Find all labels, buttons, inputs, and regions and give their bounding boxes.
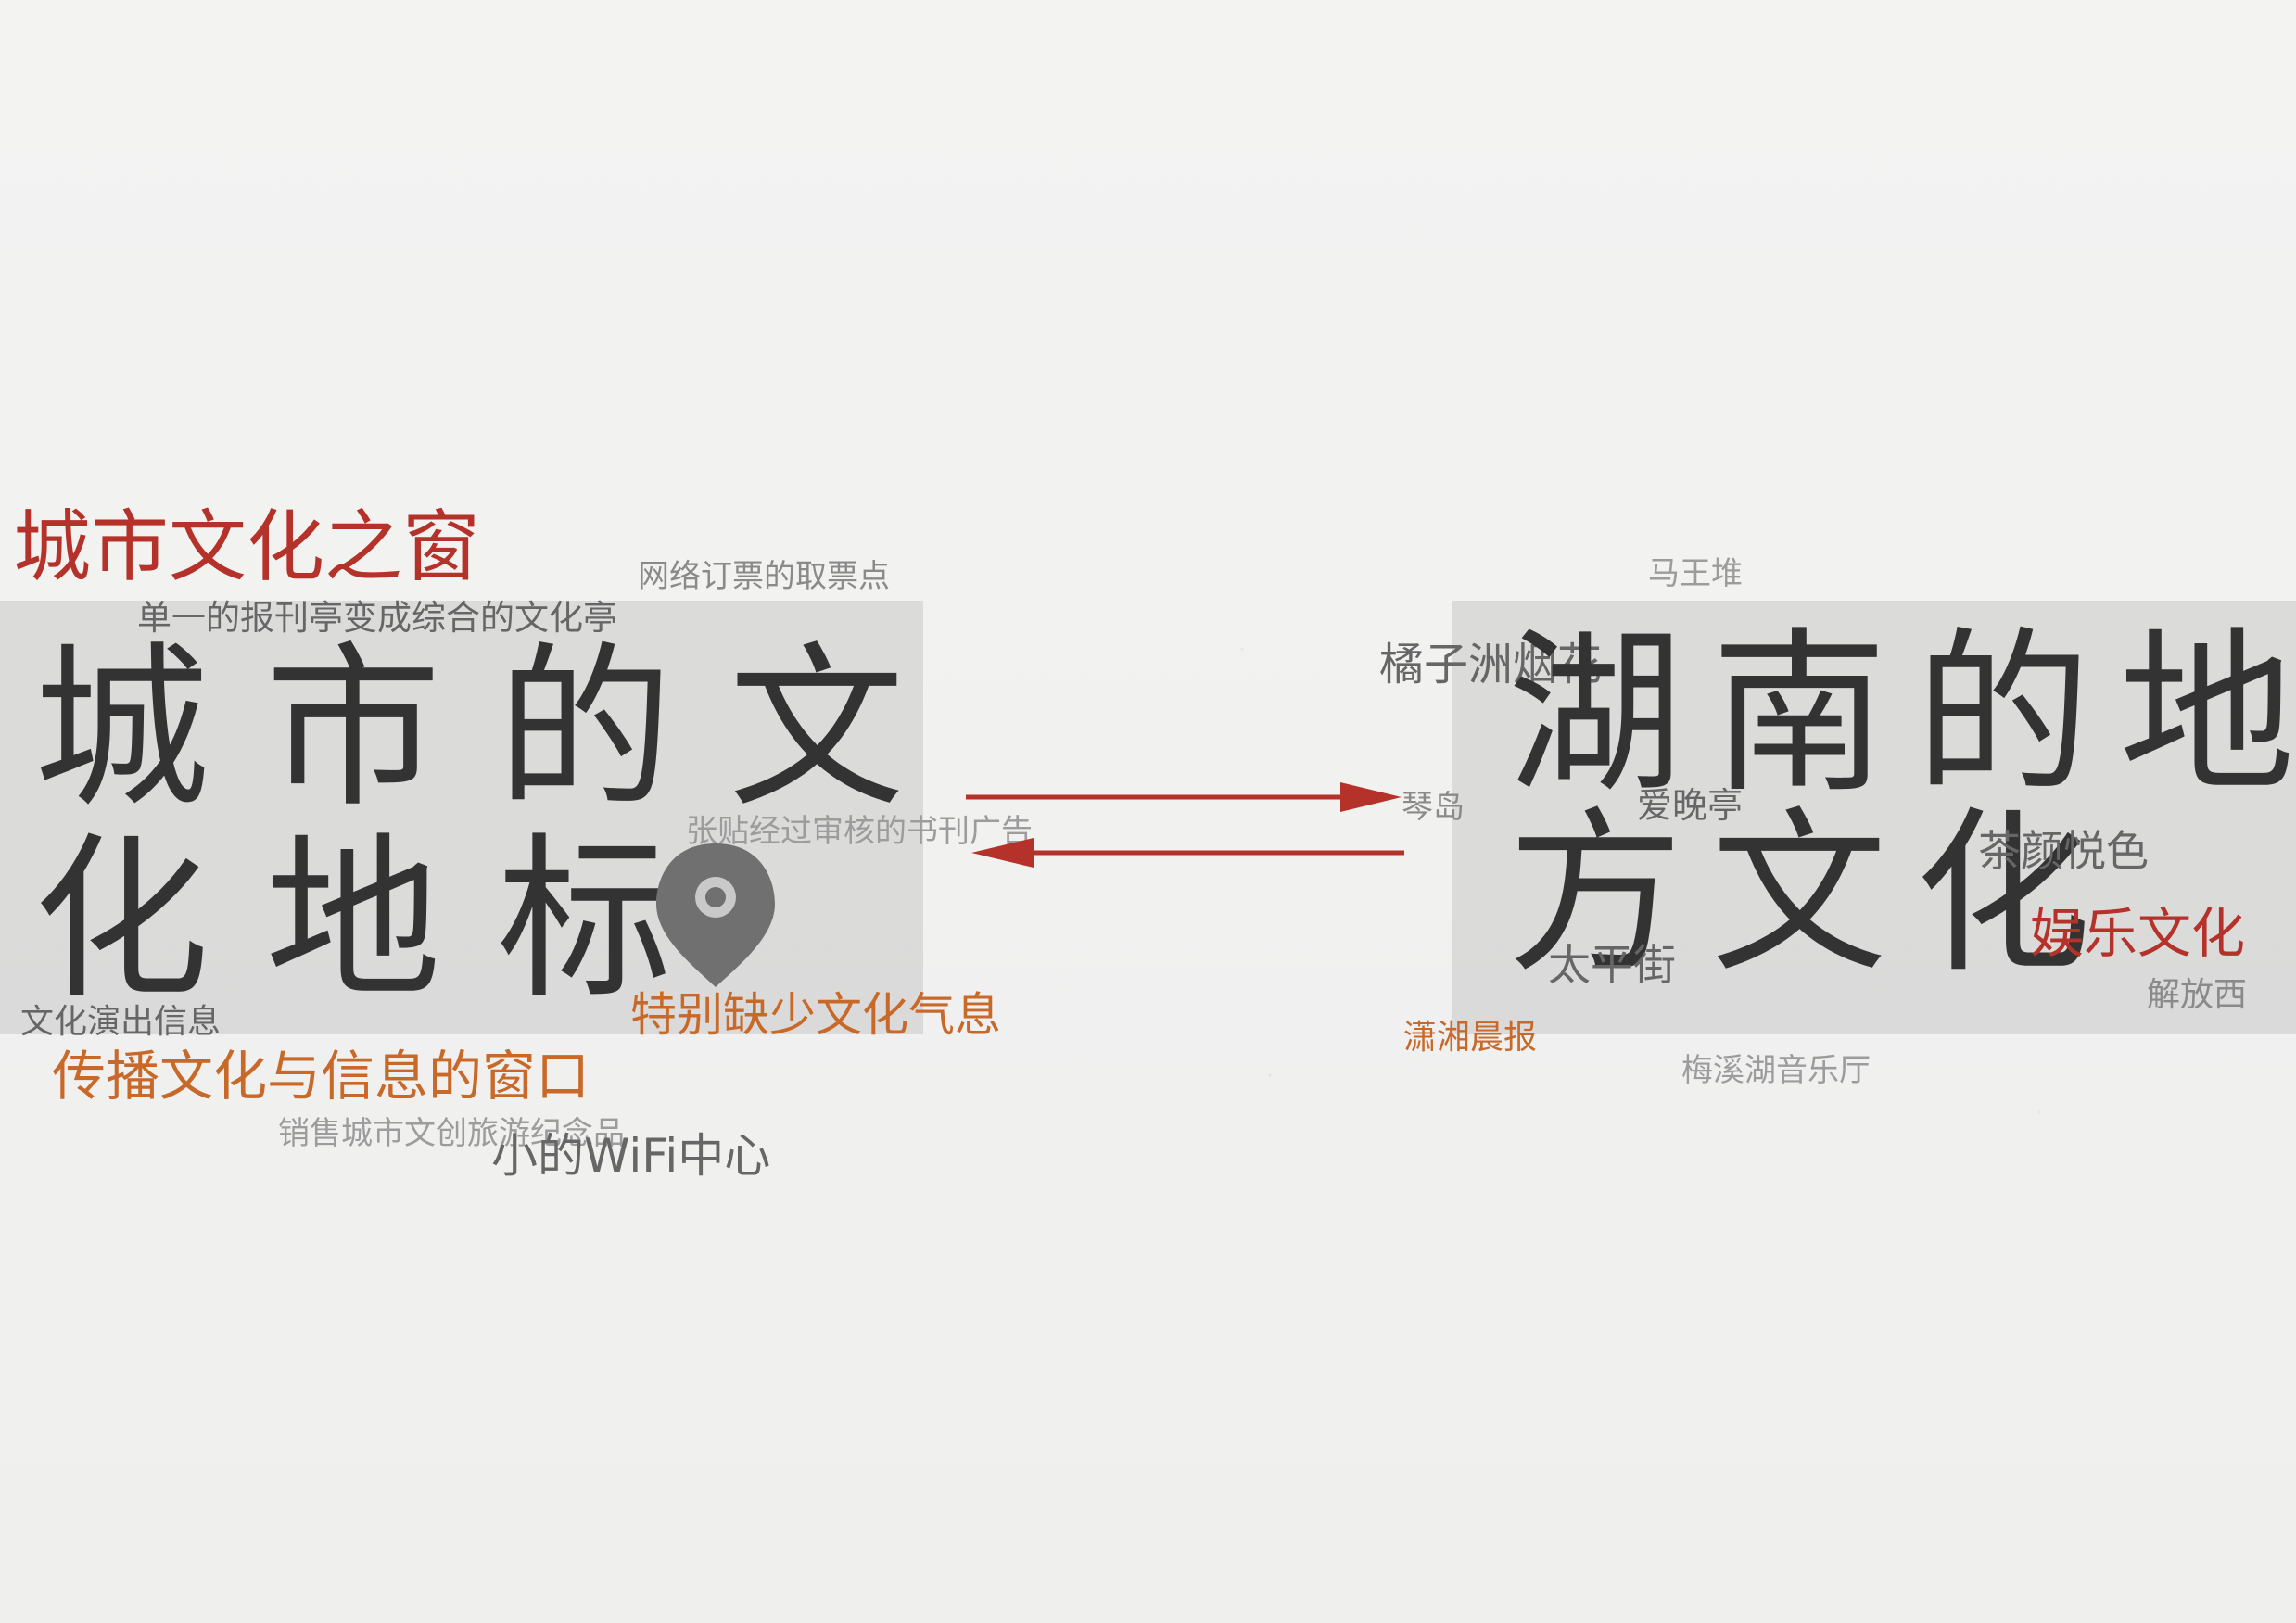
place-juzizhou: 橘子洲烟花 [1379,639,1603,691]
note-window: 传播文化与信息的窗口 [52,1045,590,1108]
right-title-line1: 湖南的地 [1507,612,2296,817]
location-pin-icon [656,843,775,987]
place-aiwanting: 爱晚亭 [1637,785,1744,826]
right-title-line2: 方文化 [1507,792,2120,996]
left-heading: 城市文化之窗 [13,501,481,592]
place-mawangdui: 马王堆 [1648,555,1743,592]
note-lacking: 特别缺少文化气息 [630,988,1001,1042]
note-newsstand: 单一的报刊亭变成综合的文化亭 [137,598,617,638]
left-title-line2: 化地标 [33,818,729,1022]
note-ads: 张贴经过审核的书刊广告 [686,813,1033,850]
note-performances: 文化演出信息 [20,1003,222,1041]
note-souvenirs: 销售城市文创旅游纪念品 [278,1115,625,1152]
place-taiping: 太平街 [1548,940,1676,990]
arrow-right-icon [966,782,1402,812]
left-title-line1: 城市的文 [33,627,961,831]
right-panel [1452,601,2296,1034]
place-chayan: 茶颜悦色 [1978,826,2149,876]
place-meixihu: 梅溪湖音乐厅 [1681,1052,1871,1089]
arrow-left-icon [971,838,1404,868]
place-jiefangxi: 解放西 [2147,976,2248,1014]
place-xiaoxiang: 潇湘晨报 [1403,1019,1538,1057]
note-ticketing: 网络订票的取票点 [638,558,890,595]
place-qindao: 琴岛 [1402,789,1465,826]
left-panel [0,601,923,1034]
note-wifi: 小的WiFi中心 [491,1129,771,1183]
place-entertainment: 娱乐文化 [2030,902,2246,965]
